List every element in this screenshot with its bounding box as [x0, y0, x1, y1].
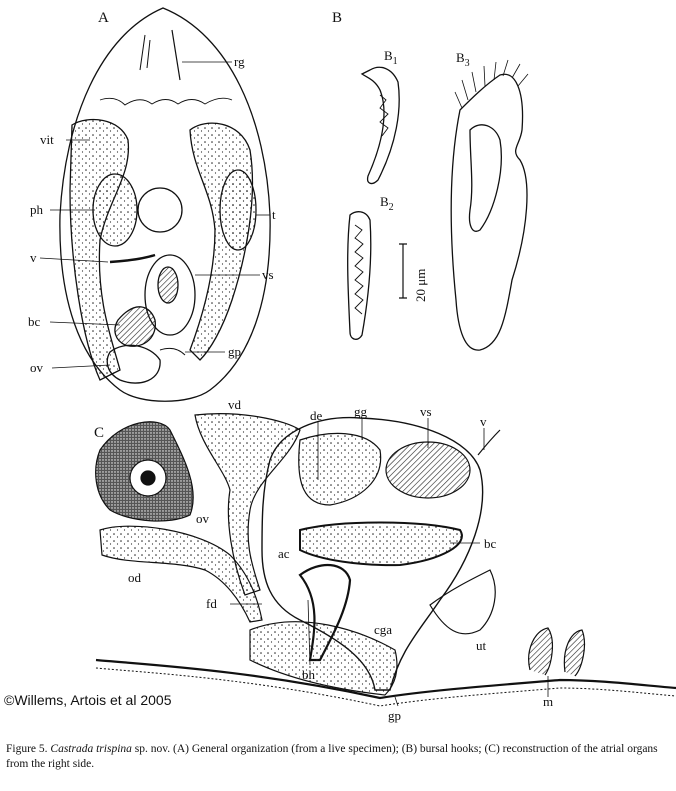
bursa-copulatrix-c	[299, 521, 463, 567]
ovary-nucleolus	[140, 470, 156, 486]
hook-b2-teeth	[354, 224, 364, 315]
hook-b1	[360, 66, 400, 185]
label-v: v	[30, 250, 37, 265]
vas-deferens-c	[477, 429, 501, 456]
label-bc: bc	[28, 314, 41, 329]
vas-deferens-a	[109, 253, 156, 264]
caption-prefix: Figure 5.	[6, 743, 51, 755]
label-vs: vs	[262, 267, 274, 282]
hook-b3	[450, 73, 528, 351]
figure-caption: Figure 5. Castrada trispina sp. nov. (A)…	[6, 742, 670, 772]
testis	[219, 169, 257, 251]
figure-drawing: A rg vit ph t v vs bc gp ov B B1 B2 B3 2…	[4, 7, 676, 723]
hook-label-b2: B2	[380, 194, 394, 213]
genital-pore-a	[159, 347, 186, 356]
seminal-vesicle-c	[385, 441, 471, 499]
oviduct	[99, 525, 263, 623]
muscle-tufts	[528, 627, 586, 677]
epidermis	[95, 658, 676, 700]
seminal-vesicle-a	[144, 254, 196, 336]
seminal-vesicle-inner	[157, 266, 179, 304]
atrium-wall	[261, 416, 484, 691]
label-t: t	[272, 207, 276, 222]
hook-b1-teeth	[379, 94, 389, 137]
panel-a-drawing	[59, 7, 271, 402]
label-c-gg: gg	[354, 404, 368, 419]
copyright-notice: ©Willems, Artois et al 2005	[4, 692, 172, 708]
panel-c-drawing	[95, 413, 676, 707]
caption-rest: sp. nov. (A) General organization (from …	[6, 743, 658, 770]
hook-label-b1: B1	[384, 48, 398, 67]
body-outline	[59, 7, 271, 402]
label-c-od: od	[128, 570, 142, 585]
label-c-ac: ac	[278, 546, 290, 561]
label-gp: gp	[228, 344, 241, 359]
panel-c-labels	[230, 418, 549, 707]
mouth-ring	[137, 187, 183, 233]
panel-a-letter: A	[98, 10, 109, 26]
bursa-copulatrix-a	[114, 306, 156, 347]
label-c-fd: fd	[206, 596, 217, 611]
label-vit: vit	[40, 132, 54, 147]
label-c-bc: bc	[484, 536, 497, 551]
label-c-gp: gp	[388, 708, 401, 723]
pharynx	[92, 173, 138, 247]
label-rg: rg	[234, 54, 245, 69]
scale-bar-line	[399, 243, 407, 299]
label-c-bh: bh	[302, 667, 316, 682]
hook-b2	[347, 211, 372, 340]
rhabdite-track-right	[171, 29, 181, 81]
hook-b3-bristles	[454, 59, 529, 109]
panel-a-labels	[39, 61, 270, 369]
hook-b3-inner	[468, 124, 502, 232]
panel-b-letter: B	[332, 10, 342, 26]
panel-c-letter: C	[94, 425, 104, 441]
label-c-ut: ut	[476, 638, 487, 653]
germarium-gland	[298, 432, 382, 506]
vitelline-duct	[194, 413, 301, 596]
label-c-ov: ov	[196, 511, 210, 526]
anterior-wave	[99, 97, 233, 106]
hook-label-b3: B3	[456, 50, 470, 69]
label-c-vs: vs	[420, 404, 432, 419]
scale-bar-label: 20 μm	[413, 269, 428, 302]
panel-b-drawing	[347, 59, 529, 351]
ovary-a	[106, 344, 161, 384]
label-c-cga: cga	[374, 622, 392, 637]
label-ov: ov	[30, 360, 44, 375]
label-c-vd: vd	[228, 397, 242, 412]
caption-species: Castrada trispina	[50, 743, 132, 755]
common-genital-atrium	[249, 621, 398, 696]
label-c-m: m	[543, 694, 553, 709]
label-ph: ph	[30, 202, 44, 217]
epidermis-cilia	[95, 667, 676, 707]
rhabdite-track-left	[139, 34, 151, 71]
uterus	[429, 569, 496, 635]
label-c-v: v	[480, 414, 487, 429]
label-c-de: de	[310, 408, 323, 423]
